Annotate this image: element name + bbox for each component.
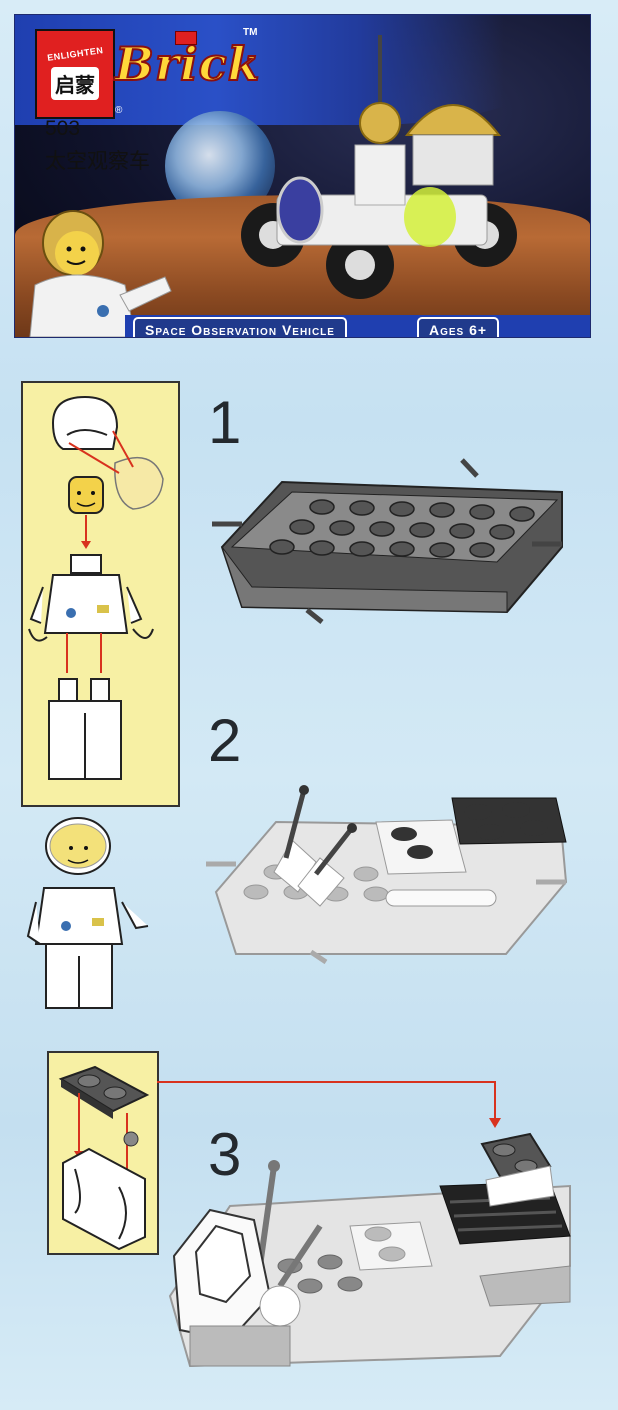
vehicle-name-label: Space Observation Vehicle: [133, 317, 347, 337]
enlighten-logo: ENLIGHTEN 启蒙: [35, 29, 115, 119]
step-2-chassis-diagram: [206, 785, 568, 965]
placement-arrow: [157, 1081, 501, 1128]
astronaut-portrait-icon: [29, 210, 172, 337]
age-label: Ages 6+: [417, 317, 500, 337]
set-name-cn: 太空观察车: [45, 150, 150, 173]
logo-cn-text: 启蒙: [51, 66, 99, 100]
step-1-number: 1: [208, 389, 242, 456]
trademark-mark: TM: [243, 27, 258, 38]
torso-icon: [43, 574, 129, 634]
step-3-number: 3: [208, 1121, 242, 1188]
box-art-banner: ENLIGHTEN 启蒙 Brick TM ® 503 太空观察车: [14, 14, 591, 338]
helmet-icon: [51, 395, 119, 450]
minifig-assembly-panel: [21, 381, 180, 807]
head-icon: [68, 476, 104, 514]
brand-text: Brick: [114, 36, 261, 92]
space-vehicle-illustration: [241, 35, 517, 299]
registered-mark: ®: [115, 105, 123, 116]
set-number: 503: [45, 117, 81, 140]
plate-assembly-diagram: [58, 1065, 150, 1251]
minifig-assembly-diagram: [28, 395, 164, 780]
step-1-chassis-diagram: [212, 458, 563, 624]
box-art-illustration: [29, 35, 517, 337]
brand-wordmark: Brick: [114, 31, 261, 92]
visor-icon: [114, 456, 164, 510]
brick-icon: [175, 31, 197, 45]
step-3-chassis-diagram: [168, 1132, 571, 1368]
step-2-number: 2: [208, 707, 242, 774]
finished-minifig-icon: [26, 817, 149, 1009]
plate-assembly-panel: [47, 1051, 159, 1255]
